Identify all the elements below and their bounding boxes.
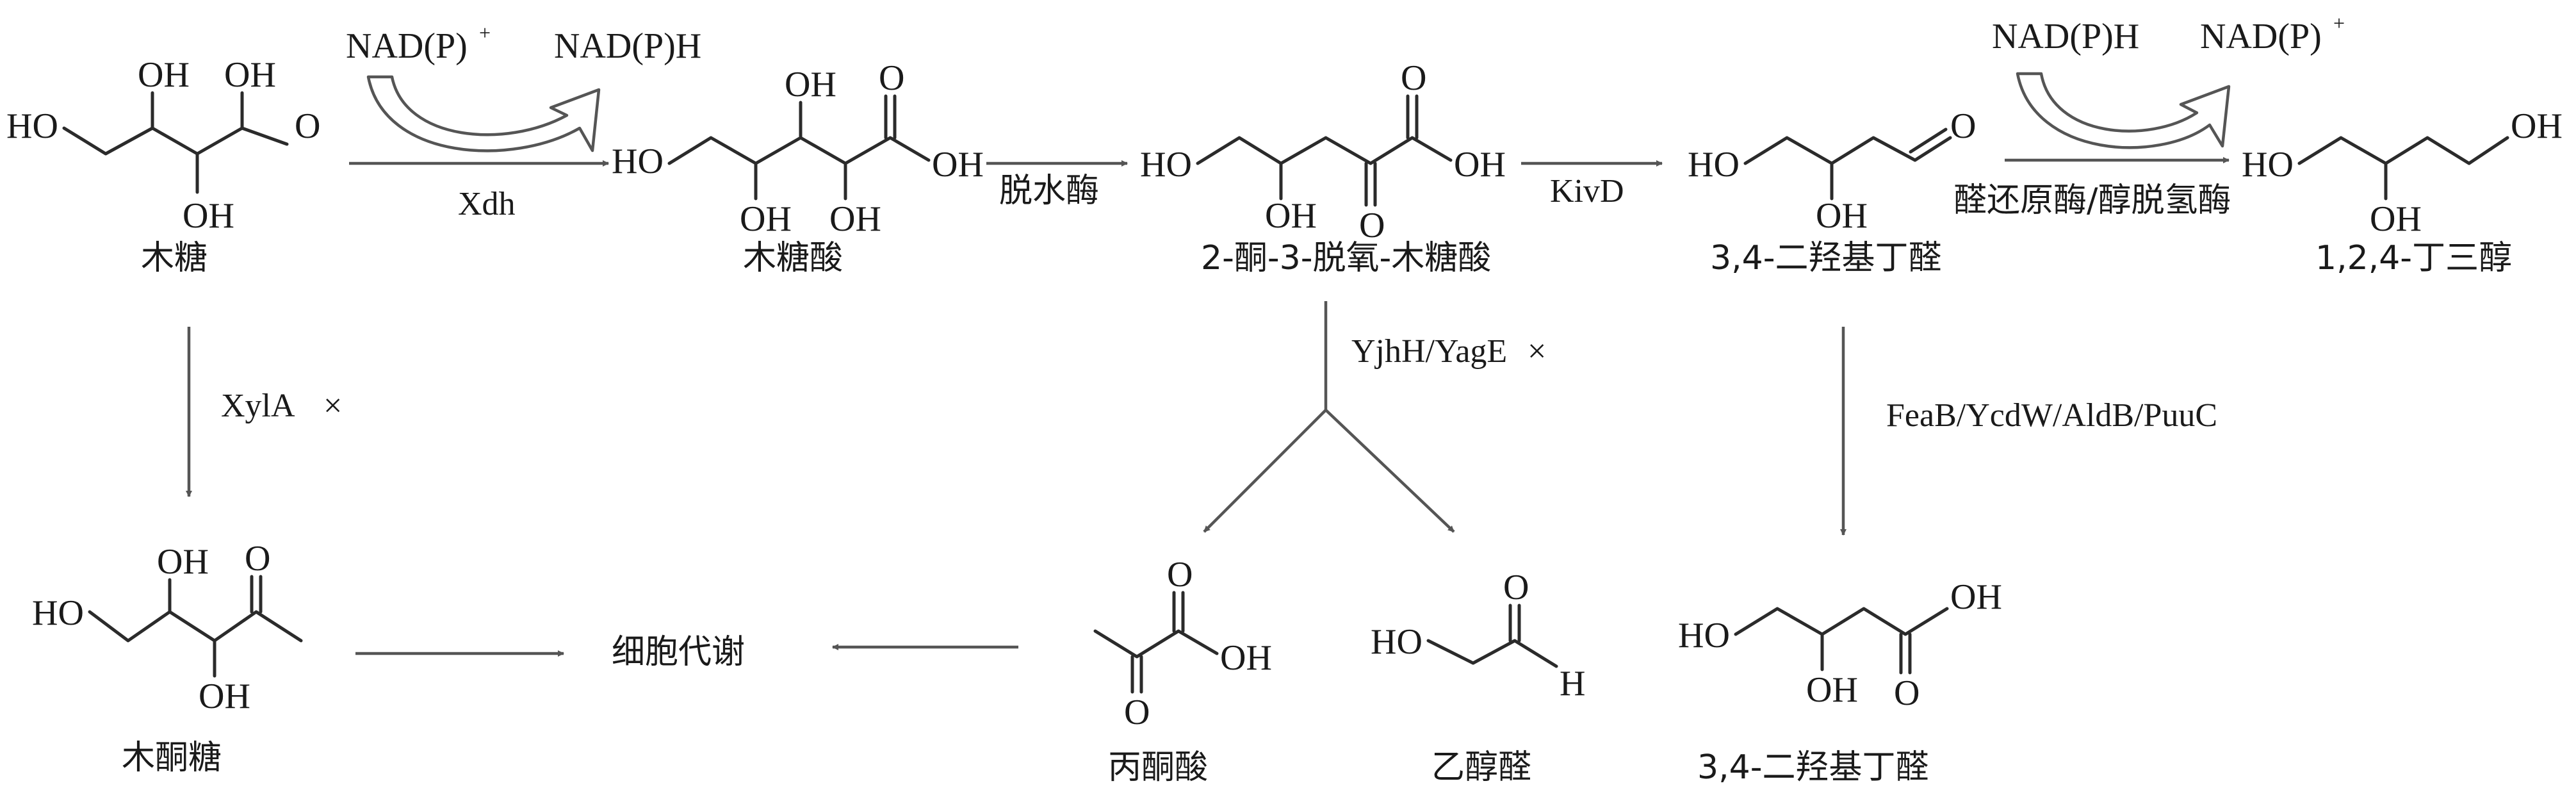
nadp-plus-label-2: NAD(P) [2200, 17, 2322, 56]
glycolaldehyde-structure: HO O H [1371, 568, 1585, 703]
svg-text:OH: OH [2370, 199, 2422, 239]
dhba-structure: HO OH O OH [1678, 577, 2002, 713]
svg-text:O: O [1894, 673, 1920, 713]
cofactor-curved-arrow-2 [2016, 72, 2231, 149]
svg-text:OH: OH [157, 542, 209, 582]
svg-text:HO: HO [1688, 145, 1740, 185]
kdx-label: 2-酮-3-脱氧-木糖酸 [1201, 239, 1491, 277]
nadp-plus-label: NAD(P) [346, 26, 468, 66]
pyruvate-structure: O O OH [1093, 555, 1272, 732]
glycolaldehyde-label: 乙醇醛 [1431, 748, 1531, 787]
cofactor-curved-arrow [366, 75, 601, 152]
nadp-plus-sup-2: + [2333, 12, 2345, 35]
dhba-label: 3,4-二羟基丁醛 [1697, 748, 1928, 787]
svg-text:OH: OH [1816, 196, 1868, 236]
xylose-label: 木糖 [141, 239, 208, 277]
svg-text:O: O [295, 106, 320, 146]
xylulose-label: 木酮糖 [122, 739, 222, 777]
svg-text:O: O [1503, 568, 1529, 607]
svg-text:O: O [1167, 555, 1193, 595]
svg-text:HO: HO [1371, 622, 1423, 662]
dehydratase-label: 脱水酶 [999, 172, 1099, 210]
svg-text:OH: OH [1806, 670, 1858, 710]
xylose-structure: HO OH OH OH O [6, 55, 320, 236]
svg-text:OH: OH [1220, 638, 1272, 678]
svg-text:O: O [245, 539, 270, 579]
reductase-label: 醛还原酶/醇脱氢酶 [1953, 181, 2231, 220]
svg-text:OH: OH [199, 677, 250, 716]
svg-text:OH: OH [1454, 145, 1506, 185]
dhb-structure: HO OH O [1688, 106, 1976, 236]
svg-text:HO: HO [1140, 145, 1192, 185]
yjhh-split-arrow [1203, 301, 1455, 533]
xylulose-structure: HO OH OH O [32, 539, 303, 716]
svg-text:OH: OH [138, 55, 190, 95]
butanetriol-label: 1,2,4-丁三醇 [2315, 239, 2512, 277]
svg-text:OH: OH [785, 65, 836, 104]
svg-text:OH: OH [829, 199, 881, 239]
yjhh-label: YjhH/YagE [1351, 333, 1507, 370]
svg-text:O: O [1950, 106, 1976, 146]
yjhh-knockout-mark: × [1528, 333, 1546, 370]
svg-text:O: O [879, 58, 904, 98]
svg-text:HO: HO [6, 106, 58, 146]
nadph-label-2: NAD(P)H [1992, 17, 2139, 56]
svg-text:OH: OH [932, 145, 984, 185]
svg-text:OH: OH [740, 199, 792, 239]
feab-label: FeaB/YcdW/AldB/PuuC [1886, 397, 2217, 434]
svg-text:HO: HO [32, 593, 84, 633]
xylonic-acid-label: 木糖酸 [743, 239, 843, 277]
svg-text:O: O [1359, 206, 1385, 245]
xyla-label: XylA [221, 388, 295, 424]
svg-text:OH: OH [183, 196, 234, 236]
nadph-label: NAD(P)H [554, 26, 701, 66]
xyla-knockout-mark: × [323, 388, 342, 424]
svg-text:O: O [1401, 58, 1426, 98]
svg-text:OH: OH [224, 55, 276, 95]
kivd-label: KivD [1550, 173, 1624, 210]
metabolism-label: 细胞代谢 [612, 633, 745, 671]
xdh-label: Xdh [458, 186, 516, 222]
svg-text:O: O [1124, 693, 1150, 732]
svg-text:HO: HO [2242, 145, 2294, 185]
pyruvate-label: 丙酮酸 [1108, 748, 1208, 787]
xylonic-acid-structure: HO OH OH OH O OH [612, 58, 984, 239]
svg-text:HO: HO [612, 142, 664, 181]
kdx-structure: HO OH O O OH [1140, 58, 1506, 245]
svg-text:HO: HO [1678, 616, 1730, 655]
svg-text:OH: OH [1950, 577, 2002, 617]
butanetriol-structure: HO OH OH [2242, 106, 2563, 239]
nadp-plus-sup: + [479, 21, 491, 44]
svg-text:H: H [1560, 664, 1585, 703]
dhb-label: 3,4-二羟基丁醛 [1710, 239, 1941, 277]
svg-text:OH: OH [2511, 106, 2563, 146]
svg-text:OH: OH [1265, 196, 1317, 236]
